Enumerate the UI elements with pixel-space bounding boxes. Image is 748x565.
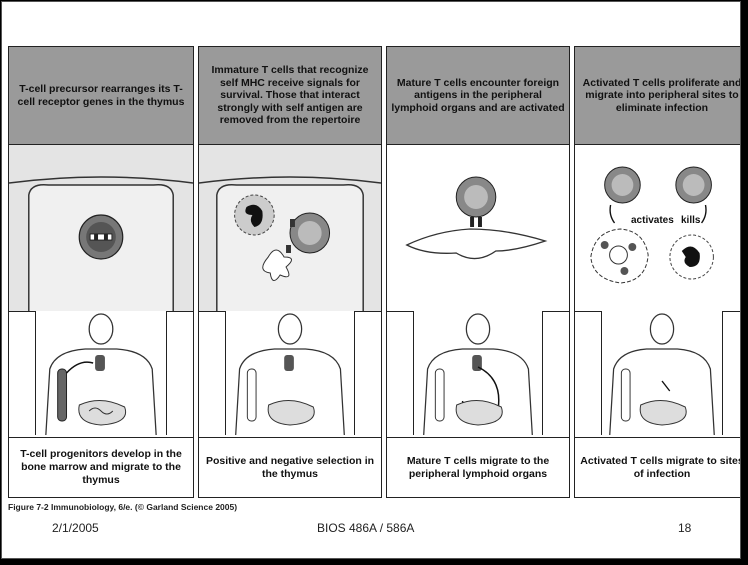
- panel-2-caption: Positive and negative selection in the t…: [199, 437, 381, 497]
- effector-scene: activates kills: [575, 145, 741, 312]
- thymus-rearrangement-scene: [9, 145, 193, 312]
- panel-4-heading: Activated T cells proliferate and migrat…: [575, 47, 741, 145]
- body-infection-sites: [601, 311, 723, 435]
- thymic-selection-scene: [199, 145, 381, 312]
- activates-label: activates: [631, 215, 674, 226]
- panel-3-caption: Mature T cells migrate to the peripheral…: [387, 437, 569, 497]
- footer-course: BIOS 486A / 586A: [317, 521, 414, 535]
- panel-4: Activated T cells proliferate and migrat…: [574, 46, 741, 498]
- panel-4-caption: Activated T cells migrate to sites of in…: [575, 437, 741, 497]
- antigen-encounter-scene: [387, 145, 569, 312]
- panel-1-caption: T-cell progenitors develop in the bone m…: [9, 437, 193, 497]
- body-bone-marrow-to-thymus: [35, 311, 167, 435]
- body-thymus: [225, 311, 355, 435]
- panel-1-heading: T-cell precursor rearranges its T-cell r…: [9, 47, 193, 145]
- panel-2: Immature T cells that recognize self MHC…: [198, 46, 382, 498]
- footer-date: 2/1/2005: [52, 521, 99, 535]
- footer-page-number: 18: [678, 521, 691, 535]
- slide: T-cell precursor rearranges its T-cell r…: [1, 1, 741, 559]
- panel-1: T-cell precursor rearranges its T-cell r…: [8, 46, 194, 498]
- body-lymphoid-organs: [413, 311, 543, 435]
- panel-2-heading: Immature T cells that recognize self MHC…: [199, 47, 381, 145]
- panel-3: Mature T cells encounter foreign antigen…: [386, 46, 570, 498]
- kills-label: kills: [681, 215, 700, 226]
- panel-3-heading: Mature T cells encounter foreign antigen…: [387, 47, 569, 145]
- figure-credit: Figure 7-2 Immunobiology, 6/e. (© Garlan…: [8, 502, 237, 512]
